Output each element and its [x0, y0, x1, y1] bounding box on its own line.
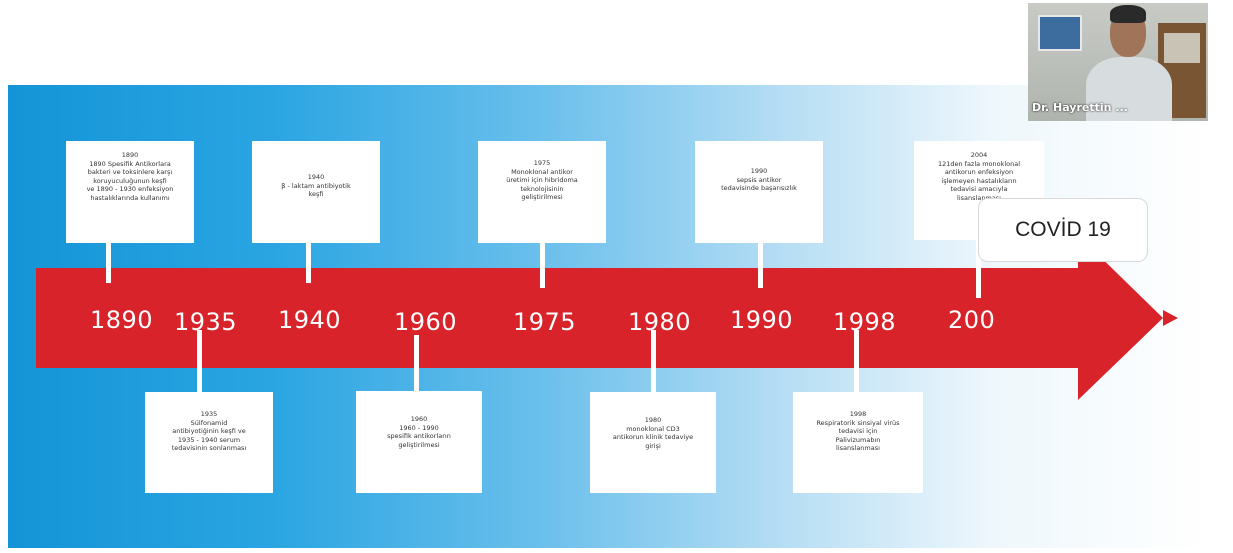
participant-hair	[1110, 5, 1146, 23]
year-label-1935: 1935	[174, 308, 238, 336]
connector-1935	[197, 330, 202, 395]
participant-body	[1086, 57, 1172, 121]
year-label-1990: 1990	[730, 306, 794, 334]
year-label-1890: 1890	[90, 306, 154, 334]
year-label-2004: 200	[948, 306, 996, 334]
connector-1975	[540, 243, 545, 288]
event-box-1890: 1890 1890 Spesifik Antikorlara bakteri v…	[66, 141, 194, 243]
event-box-1980: 1980 monoklonal CD3 antikorun klinik ted…	[590, 392, 716, 493]
year-label-1960: 1960	[394, 308, 458, 336]
participant-name: Dr. Hayrettin ...	[1032, 101, 1128, 114]
event-box-1975: 1975 Monoklonal antikor üretimi için hib…	[478, 141, 606, 243]
connector-2004	[976, 240, 981, 298]
wall-picture	[1038, 15, 1082, 51]
year-label-1998: 1998	[833, 308, 897, 336]
year-label-1940: 1940	[278, 306, 342, 334]
covid-label-box: COVİD 19	[978, 198, 1148, 262]
connector-1940	[306, 243, 311, 283]
connector-1990	[758, 243, 763, 288]
event-box-1960: 1960 1960 - 1990 spesifik antikorların g…	[356, 391, 482, 493]
connector-1998	[854, 330, 859, 395]
presentation-slide: 1890 1935 1940 1960 1975 1980 1990 1998 …	[8, 85, 1208, 548]
year-label-1975: 1975	[513, 308, 577, 336]
event-box-1998: 1998 Respiratorik sinsiyal virüs tedavis…	[793, 392, 923, 493]
participant-video-tile[interactable]: Dr. Hayrettin ...	[1028, 3, 1208, 121]
timeline-arrow	[36, 235, 1178, 400]
year-label-1980: 1980	[628, 308, 692, 336]
event-box-1935: 1935 Sülfonamid antibiyotiğinin keşfi ve…	[145, 392, 273, 493]
connector-1960	[414, 335, 419, 395]
connector-1980	[651, 330, 656, 395]
event-box-1990: 1990 sepsis antikor tedavisinde başarısı…	[695, 141, 823, 243]
bookshelf-shelf	[1164, 33, 1200, 63]
connector-1890	[106, 243, 111, 283]
event-box-1940: 1940 β - laktam antibiyotik keşfi	[252, 141, 380, 243]
covid-label: COVİD 19	[1015, 218, 1111, 241]
